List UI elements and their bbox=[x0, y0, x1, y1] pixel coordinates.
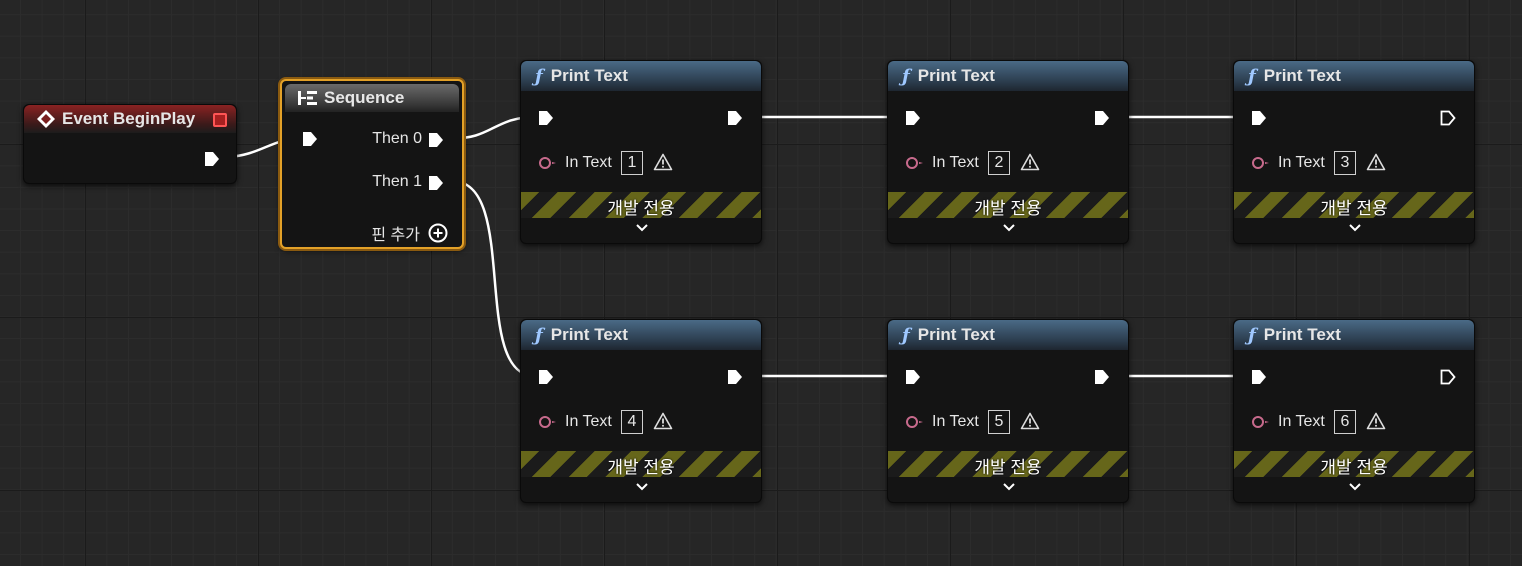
node-header: ƒ Print Text bbox=[1234, 61, 1474, 91]
in-text-value-field[interactable]: 2 bbox=[988, 151, 1010, 175]
add-pin-button[interactable]: 핀 추가 bbox=[371, 221, 448, 245]
node-title: Print Text bbox=[917, 66, 995, 85]
exec-out-pin-unconnected[interactable] bbox=[1440, 369, 1456, 385]
node-title: Print Text bbox=[917, 325, 995, 344]
in-text-label: In Text bbox=[565, 154, 612, 171]
chevron-down-icon[interactable] bbox=[636, 483, 648, 491]
function-icon: ƒ bbox=[535, 65, 543, 87]
function-icon: ƒ bbox=[1248, 65, 1256, 87]
then-1-label: Then 1 bbox=[372, 173, 422, 190]
development-only-label: 개발 전용 bbox=[974, 199, 1042, 218]
development-only-label: 개발 전용 bbox=[1320, 199, 1388, 218]
exec-out-pin[interactable] bbox=[1094, 110, 1110, 126]
exec-in-pin[interactable] bbox=[538, 110, 554, 126]
text-pin-icon[interactable] bbox=[539, 157, 556, 169]
in-text-value-field[interactable]: 1 bbox=[621, 151, 643, 175]
text-pin-icon[interactable] bbox=[1252, 157, 1269, 169]
function-icon: ƒ bbox=[1248, 324, 1256, 346]
in-text-value-field[interactable]: 3 bbox=[1334, 151, 1356, 175]
text-pin-icon[interactable] bbox=[906, 416, 923, 428]
then-0-pin[interactable] bbox=[428, 132, 444, 148]
text-pin-icon[interactable] bbox=[906, 157, 923, 169]
node-title: Print Text bbox=[1263, 66, 1341, 85]
warning-icon bbox=[1366, 412, 1386, 430]
development-only-label: 개발 전용 bbox=[974, 458, 1042, 477]
node-header: Sequence bbox=[285, 84, 459, 112]
print-text-node-4[interactable]: ƒ Print Text In Text 4 개발 전용 bbox=[520, 319, 762, 503]
add-pin-label: 핀 추가 bbox=[371, 227, 420, 244]
exec-out-pin[interactable] bbox=[727, 110, 743, 126]
development-only-stripes bbox=[1234, 451, 1474, 477]
breakpoint-icon[interactable] bbox=[213, 113, 227, 127]
exec-in-pin[interactable] bbox=[1251, 110, 1267, 126]
exec-in-pin[interactable] bbox=[302, 131, 318, 147]
print-text-node-2[interactable]: ƒ Print Text In Text 2 개발 전용 bbox=[887, 60, 1129, 244]
node-title: Print Text bbox=[550, 325, 628, 344]
exec-in-pin[interactable] bbox=[905, 110, 921, 126]
node-header: ƒ Print Text bbox=[521, 320, 761, 350]
node-header: Event BeginPlay bbox=[24, 105, 236, 133]
node-title: Print Text bbox=[1263, 325, 1341, 344]
node-header: ƒ Print Text bbox=[1234, 320, 1474, 350]
sequence-node[interactable]: Sequence Then 0 Then 1 핀 추가 bbox=[280, 79, 464, 249]
text-pin-icon[interactable] bbox=[539, 416, 556, 428]
development-only-stripes bbox=[888, 192, 1128, 218]
node-title: Sequence bbox=[324, 88, 405, 107]
development-only-stripes bbox=[521, 451, 761, 477]
exec-in-pin[interactable] bbox=[905, 369, 921, 385]
add-pin-icon bbox=[428, 223, 448, 243]
function-icon: ƒ bbox=[902, 65, 910, 87]
exec-in-pin[interactable] bbox=[538, 369, 554, 385]
in-text-label: In Text bbox=[1278, 413, 1325, 430]
development-only-label: 개발 전용 bbox=[607, 199, 675, 218]
node-title: Event BeginPlay bbox=[62, 109, 196, 128]
in-text-label: In Text bbox=[932, 413, 979, 430]
chevron-down-icon[interactable] bbox=[636, 224, 648, 232]
exec-out-pin-unconnected[interactable] bbox=[1440, 110, 1456, 126]
print-text-node-5[interactable]: ƒ Print Text In Text 5 개발 전용 bbox=[887, 319, 1129, 503]
sequence-icon bbox=[298, 91, 317, 105]
development-only-stripes bbox=[1234, 192, 1474, 218]
in-text-label: In Text bbox=[932, 154, 979, 171]
in-text-label: In Text bbox=[565, 413, 612, 430]
event-diamond-icon bbox=[37, 110, 55, 128]
development-only-label: 개발 전용 bbox=[1320, 458, 1388, 477]
print-text-node-1[interactable]: ƒ Print Text In Text 1 개발 전용 bbox=[520, 60, 762, 244]
node-header: ƒ Print Text bbox=[888, 61, 1128, 91]
node-header: ƒ Print Text bbox=[888, 320, 1128, 350]
node-title: Print Text bbox=[550, 66, 628, 85]
development-only-label: 개발 전용 bbox=[607, 458, 675, 477]
warning-icon bbox=[653, 153, 673, 171]
chevron-down-icon[interactable] bbox=[1003, 224, 1015, 232]
warning-icon bbox=[1366, 153, 1386, 171]
then-0-label: Then 0 bbox=[372, 130, 422, 147]
then-1-pin[interactable] bbox=[428, 175, 444, 191]
in-text-value-field[interactable]: 5 bbox=[988, 410, 1010, 434]
warning-icon bbox=[1020, 412, 1040, 430]
node-header: ƒ Print Text bbox=[521, 61, 761, 91]
in-text-value-field[interactable]: 4 bbox=[621, 410, 643, 434]
print-text-node-6[interactable]: ƒ Print Text In Text 6 개발 전용 bbox=[1233, 319, 1475, 503]
in-text-value-field[interactable]: 6 bbox=[1334, 410, 1356, 434]
exec-out-pin[interactable] bbox=[727, 369, 743, 385]
text-pin-icon[interactable] bbox=[1252, 416, 1269, 428]
development-only-stripes bbox=[888, 451, 1128, 477]
in-text-label: In Text bbox=[1278, 154, 1325, 171]
print-text-node-3[interactable]: ƒ Print Text In Text 3 개발 전용 bbox=[1233, 60, 1475, 244]
chevron-down-icon[interactable] bbox=[1003, 483, 1015, 491]
exec-out-pin[interactable] bbox=[1094, 369, 1110, 385]
chevron-down-icon[interactable] bbox=[1349, 483, 1361, 491]
event-beginplay-node[interactable]: Event BeginPlay bbox=[23, 104, 237, 184]
development-only-stripes bbox=[521, 192, 761, 218]
warning-icon bbox=[1020, 153, 1040, 171]
function-icon: ƒ bbox=[535, 324, 543, 346]
exec-out-pin[interactable] bbox=[204, 151, 220, 167]
exec-in-pin[interactable] bbox=[1251, 369, 1267, 385]
function-icon: ƒ bbox=[902, 324, 910, 346]
warning-icon bbox=[653, 412, 673, 430]
chevron-down-icon[interactable] bbox=[1349, 224, 1361, 232]
